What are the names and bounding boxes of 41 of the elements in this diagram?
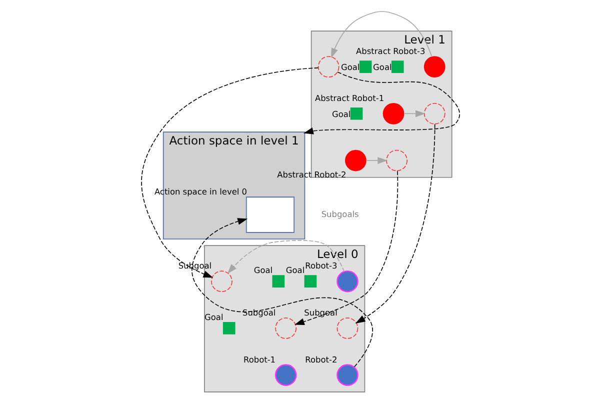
node-label: Goal [373, 62, 392, 72]
arrow [141, 67, 319, 278]
node-circle [275, 318, 297, 339]
node-circle [424, 102, 446, 124]
node-circle [336, 364, 358, 386]
node-label: Goal [204, 312, 224, 322]
node-circle [336, 318, 358, 339]
node-circle [386, 150, 408, 172]
node-circle [382, 102, 404, 124]
node-box [272, 275, 285, 288]
arrow [304, 72, 460, 134]
node-box [246, 196, 294, 233]
node-circle [318, 56, 340, 78]
node-circle [336, 270, 358, 292]
node-circle [274, 364, 297, 386]
node-label: Abstract Robot-3 [356, 46, 426, 56]
node-label: Subgoal [242, 307, 276, 318]
node-label: Robot-1 [244, 354, 276, 364]
node-label: Robot-2 [305, 354, 338, 364]
arrow [192, 218, 373, 368]
node-box [391, 60, 404, 73]
arrow [294, 170, 398, 325]
node-label: Goal [340, 62, 360, 72]
node-circle [424, 56, 446, 78]
arrow [331, 11, 432, 58]
node-circle [345, 150, 366, 172]
label: Subgoals [321, 208, 359, 219]
node-label: Abstract Robot-1 [314, 92, 384, 103]
node-box [350, 107, 363, 120]
arrow [404, 110, 426, 118]
node-label: Robot-3 [305, 260, 338, 271]
arrow [355, 124, 436, 324]
node-label: Goal [332, 108, 351, 119]
node-label: Goal [254, 265, 273, 276]
node-box [359, 60, 372, 73]
arrow [366, 157, 388, 164]
node-label: Goal [286, 265, 305, 276]
node-box [304, 275, 317, 288]
node-circle [211, 270, 232, 292]
node-box [222, 322, 236, 334]
arrow [227, 240, 345, 274]
